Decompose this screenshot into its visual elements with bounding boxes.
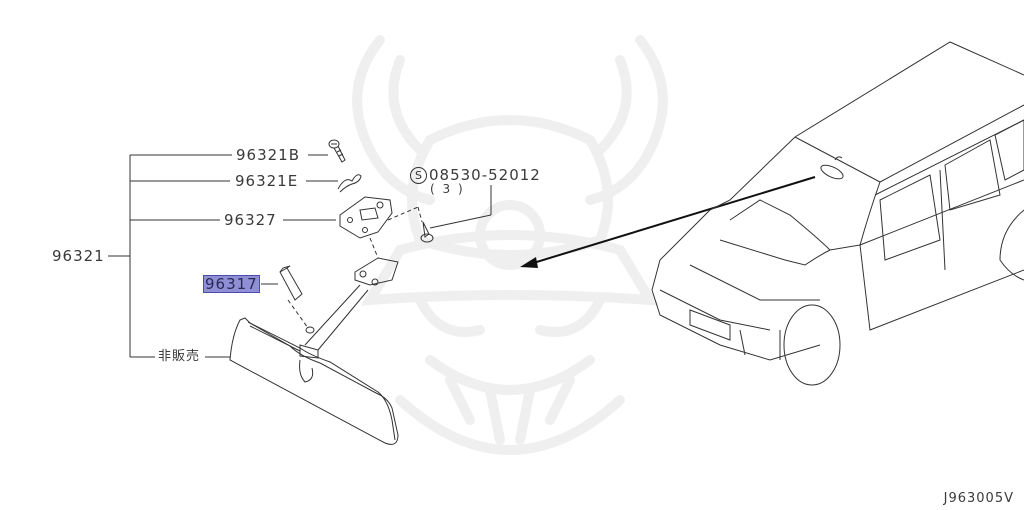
quantity-label: ( 3 ) [430,182,465,196]
callout-96321[interactable]: 96321 [52,247,105,265]
mirror-body-icon [230,318,398,444]
callout-not-for-sale: 非販売 [158,349,201,364]
base-plate-96327-icon [340,197,392,238]
callout-96321b[interactable]: 96321B [236,146,301,164]
vehicle-suv-icon [652,42,1024,385]
location-arrow-icon [520,177,815,268]
screw-96321b-icon [329,140,345,162]
cover-96317-icon [280,266,314,333]
callout-08530-52012[interactable]: 08530-52012 [429,166,541,184]
diagram-reference-code: J963005V [943,491,1014,506]
clip-96321e-icon [338,175,361,192]
callout-96317-highlighted[interactable]: 96317 [203,275,260,293]
mirror-stay-icon [300,258,398,358]
standard-part-s-icon: S [410,167,427,184]
screw-08530-icon [421,222,433,242]
callout-96321e[interactable]: 96321E [235,172,299,190]
callout-96327[interactable]: 96327 [224,211,277,229]
